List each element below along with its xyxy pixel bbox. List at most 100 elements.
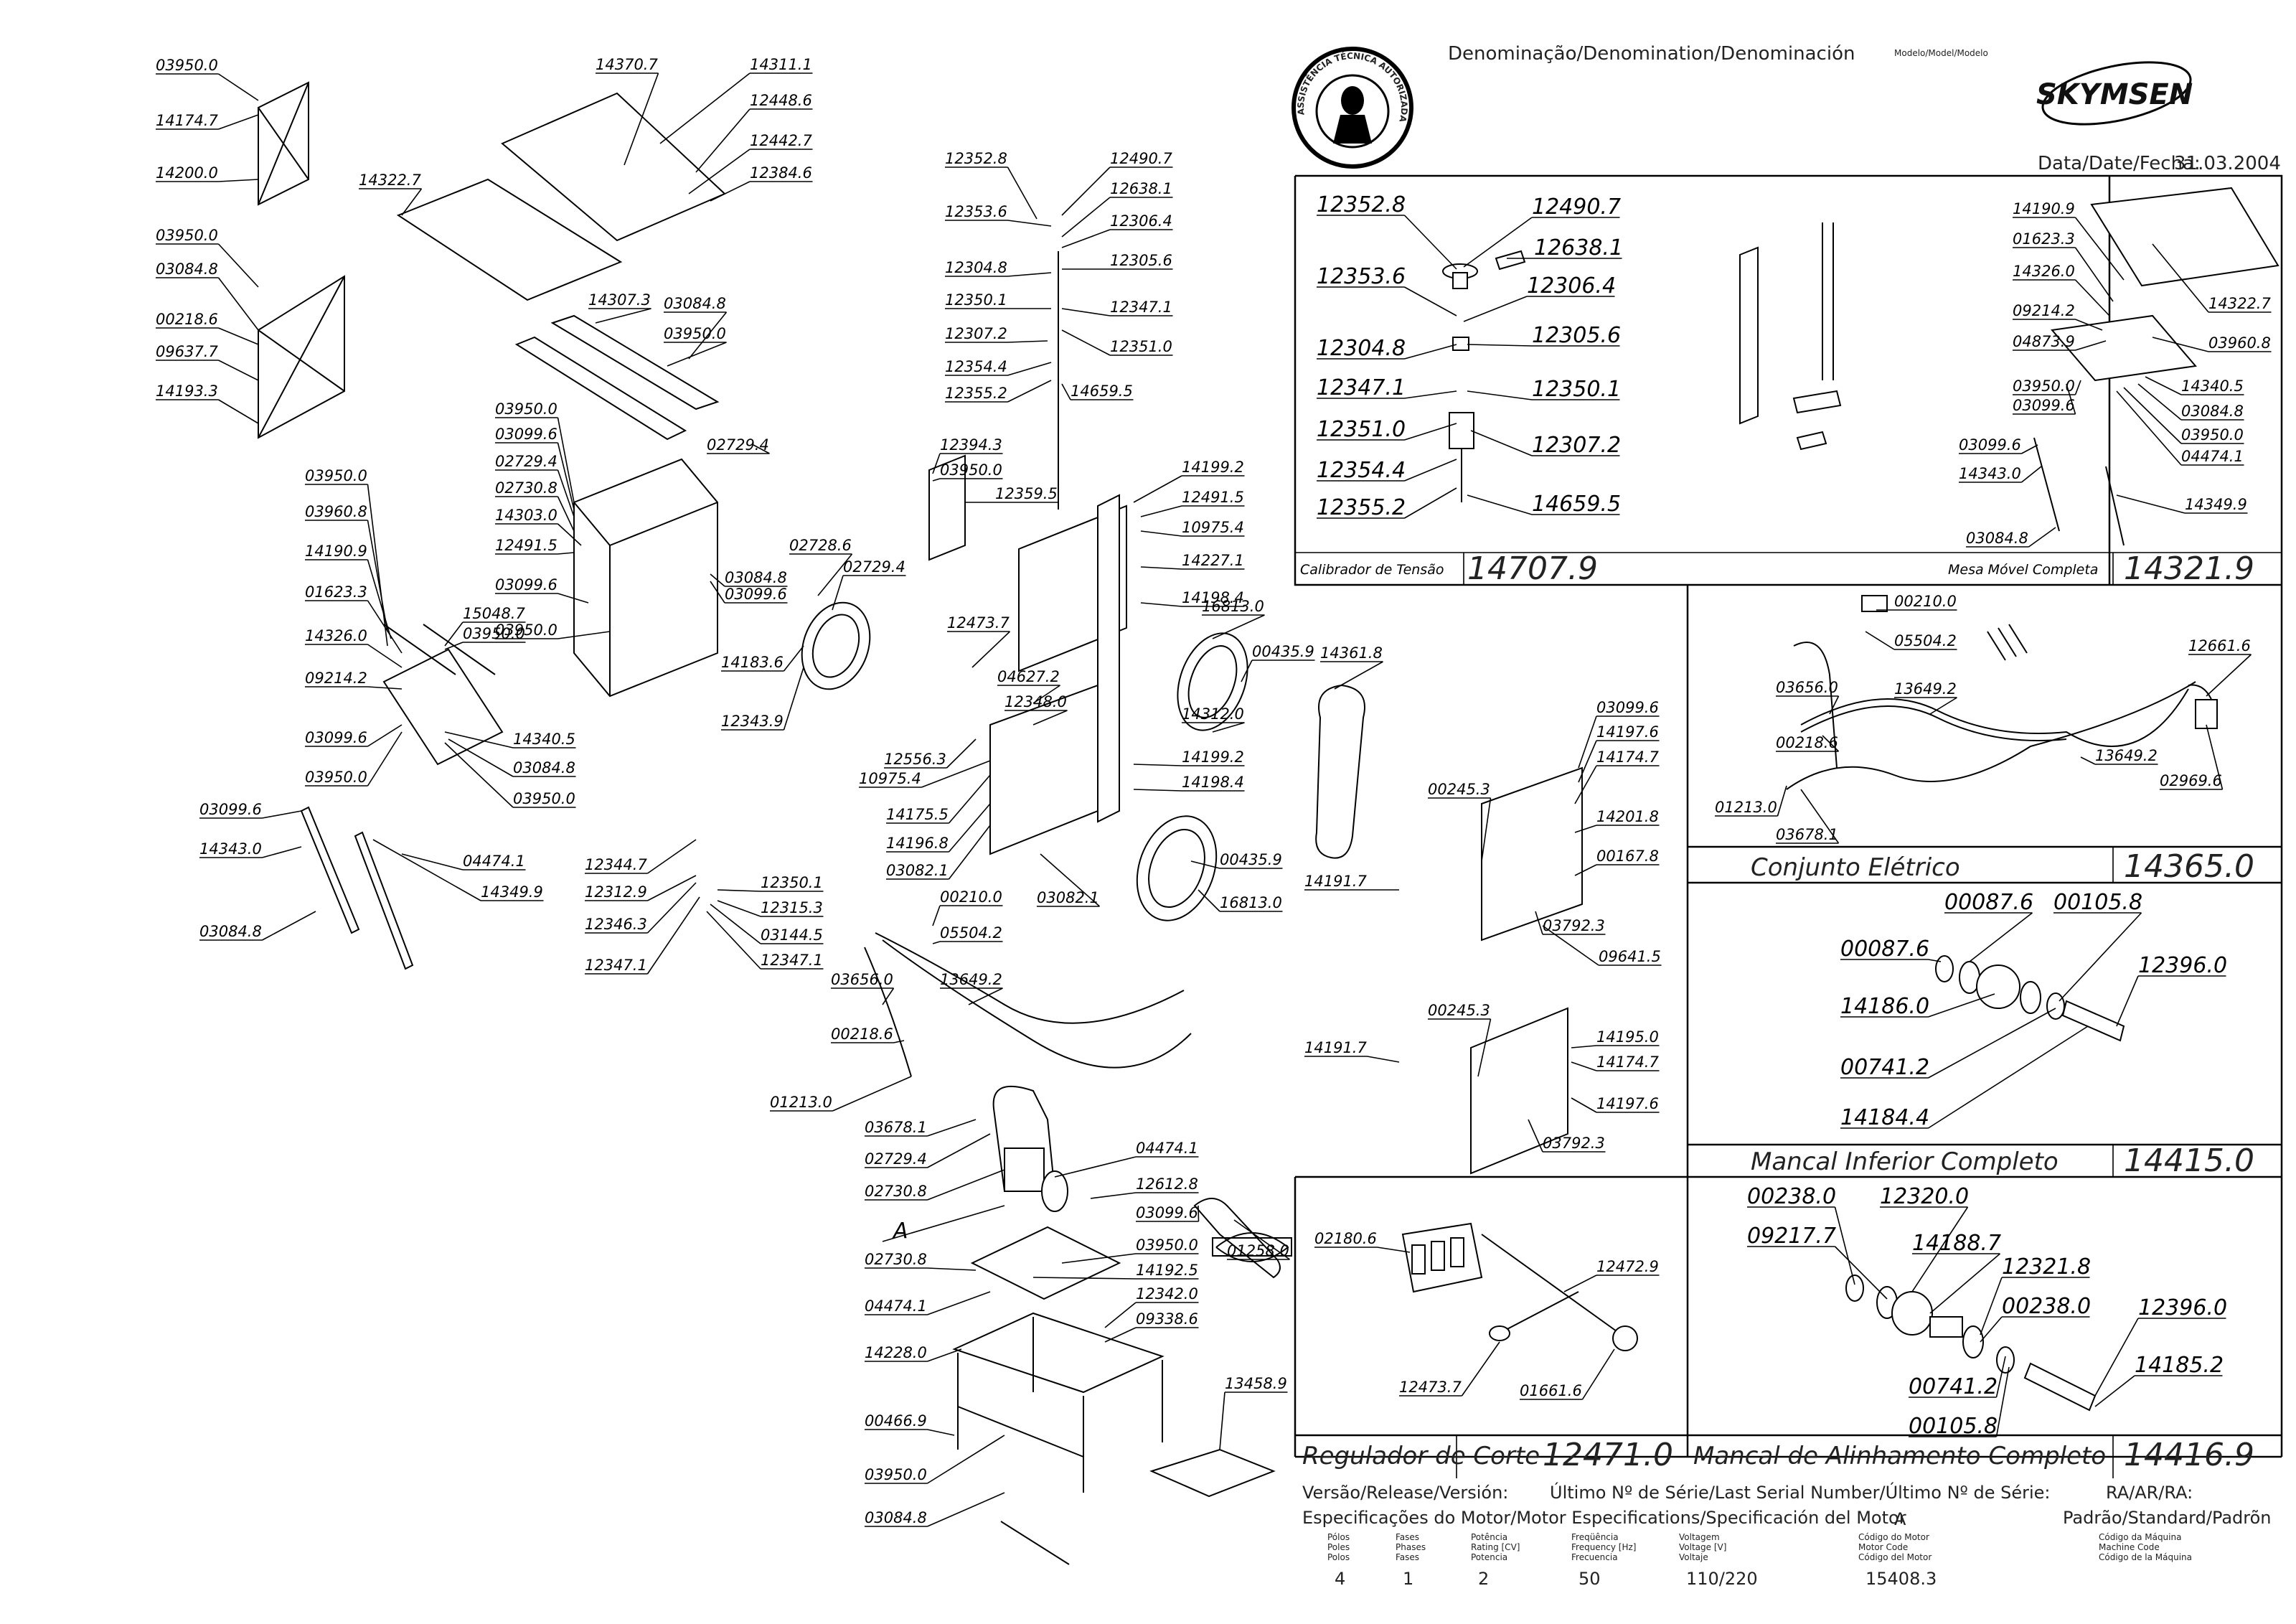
main-part-23-leader: [557, 593, 589, 604]
eletrico-part-2: 03656.0: [1776, 679, 1838, 696]
main-part-63-leader: [1007, 340, 1048, 343]
main-part-55-leader: [1061, 197, 1111, 238]
alinhamento-part-2-leader: [1834, 1246, 1888, 1300]
main-part-39: 03950.0: [513, 790, 575, 807]
mesa-part-0-leader: [2074, 217, 2125, 281]
main-part-65-leader: [1007, 380, 1052, 403]
main-part-18-leader: [557, 442, 575, 510]
main-part-83: 04627.2: [997, 668, 1060, 685]
motor-ref: A: [1894, 1509, 1906, 1529]
model-label: Modelo/Model/Modelo: [1894, 48, 1988, 58]
calibrador-part-4-leader: [1463, 296, 1528, 322]
main-part-65: 12355.2: [945, 385, 1007, 402]
mesa-part-11: 14322.7: [2208, 295, 2271, 312]
main-part-84: 12348.0: [1004, 693, 1067, 710]
main-part-18: 03099.6: [495, 426, 557, 443]
spec-value-3: 50: [1578, 1569, 1601, 1589]
main-part-50-leader: [717, 900, 761, 917]
main-part-88-leader: [1133, 789, 1182, 792]
code-conjunto-eletrico: 14365.0: [2124, 848, 2254, 885]
main-part-135-leader: [1219, 1391, 1225, 1450]
mesa-part-11-leader: [2152, 243, 2209, 313]
main-part-105-leader: [1542, 925, 1599, 966]
main-part-86-leader: [1212, 722, 1245, 733]
main-part-132: 03950.0: [865, 1466, 927, 1483]
main-part-94-leader: [1190, 860, 1220, 869]
main-part-9-leader: [659, 72, 751, 144]
regulador-part-2-leader: [1461, 1341, 1500, 1397]
main-part-97: 14191.7: [1304, 873, 1367, 890]
main-part-67: 02729.4: [707, 436, 769, 454]
main-part-50: 12315.3: [761, 899, 823, 916]
main-part-35-leader: [367, 724, 403, 747]
main-part-7: 14193.3: [156, 382, 218, 400]
caption-calibrador: Calibrador de Tensão: [1300, 562, 1444, 578]
main-part-85: 12556.3: [884, 751, 946, 768]
alinhamento-part-8-leader: [2094, 1375, 2135, 1407]
main-part-46: 12312.9: [585, 883, 647, 901]
main-part-110-leader: [1571, 1097, 1597, 1113]
main-part-101-leader: [1574, 765, 1597, 804]
regulador-part-1-leader: [1563, 1275, 1597, 1292]
main-part-19: 02729.4: [495, 453, 557, 470]
spec-header-3-0: Freqüência: [1571, 1532, 1619, 1542]
main-part-96: 14361.8: [1320, 644, 1383, 662]
main-part-125-leader: [927, 1267, 977, 1271]
spec-value-5: 15408.3: [1866, 1569, 1937, 1589]
main-part-41-leader: [262, 846, 302, 858]
spec-header-0-2: Polos: [1327, 1552, 1350, 1562]
mancal-inf-part-2: 00087.6: [1840, 937, 1929, 962]
calibrador-part-11-leader: [1404, 459, 1457, 482]
alinhamento-part-7: 00741.2: [1909, 1374, 1998, 1399]
mesa-part-9: 03950.0: [2181, 426, 2244, 443]
mesa-part-0: 14190.9: [2013, 200, 2075, 217]
mancal-inf-part-4-leader: [1928, 993, 1995, 1018]
main-part-64: 12354.4: [945, 358, 1007, 375]
main-part-33-leader: [444, 621, 464, 647]
eletrico-part-7-leader: [1777, 785, 1787, 817]
eletrico-part-5-leader: [1822, 735, 1840, 752]
main-part-110: 14197.6: [1596, 1095, 1659, 1112]
calibrador-part-6-leader: [1467, 344, 1533, 347]
calibrador-part-10: 12307.2: [1532, 433, 1621, 458]
main-part-84-leader: [1032, 710, 1068, 726]
mesa-part-4: 04873.9: [2013, 333, 2075, 350]
main-part-128: 12342.0: [1136, 1285, 1198, 1303]
main-part-6-leader: [218, 360, 259, 381]
skymsen-logo: SKYMSEN: [2036, 61, 2193, 126]
mesa-part-12: 03960.8: [2208, 334, 2271, 352]
main-part-114-leader: [882, 987, 895, 1005]
main-part-121-leader: [1054, 1156, 1137, 1178]
main-part-116-leader: [893, 1040, 905, 1043]
main-part-98: 00245.3: [1428, 781, 1490, 798]
alinhamento-part-3: 14188.7: [1912, 1231, 2001, 1256]
main-part-39-leader: [444, 742, 514, 808]
main-part-12: 12384.6: [750, 164, 812, 182]
main-part-22: 12491.5: [495, 537, 557, 554]
main-part-15: 03084.8: [664, 295, 726, 312]
version-label: Versão/Release/Versión:: [1302, 1483, 1508, 1503]
main-part-1-leader: [218, 114, 259, 130]
main-part-48: 12347.1: [585, 957, 647, 974]
regulador-part-0-leader: [1377, 1247, 1411, 1253]
main-part-108: 14195.0: [1596, 1028, 1659, 1046]
main-part-76: 16813.0: [1202, 598, 1264, 615]
main-part-77-leader: [1241, 660, 1253, 682]
main-part-23: 03099.6: [495, 576, 557, 593]
calibrador-part-6: 12305.6: [1532, 323, 1621, 348]
eletrico-part-3: 13649.2: [1894, 680, 1957, 698]
electrical-drawing: [1786, 595, 2218, 790]
main-part-113: 05504.2: [940, 924, 1002, 942]
spec-header-4-2: Voltaje: [1679, 1552, 1708, 1562]
main-part-109-leader: [1571, 1061, 1597, 1071]
spec-header-3-1: Frequency [Hz]: [1571, 1542, 1637, 1552]
mancal-inf-part-3-leader: [2116, 975, 2139, 1027]
main-part-25-leader: [710, 573, 725, 587]
main-part-34: 03950.0: [463, 625, 525, 642]
main-part-135: 13458.9: [1225, 1375, 1287, 1392]
code-calibrador: 14707.9: [1467, 550, 1598, 587]
spec-header-0-0: Pólos: [1327, 1532, 1350, 1542]
main-part-40: 03099.6: [199, 801, 262, 818]
mesa-part-12-leader: [2152, 337, 2209, 352]
calibrador-part-4: 12306.4: [1527, 273, 1616, 299]
